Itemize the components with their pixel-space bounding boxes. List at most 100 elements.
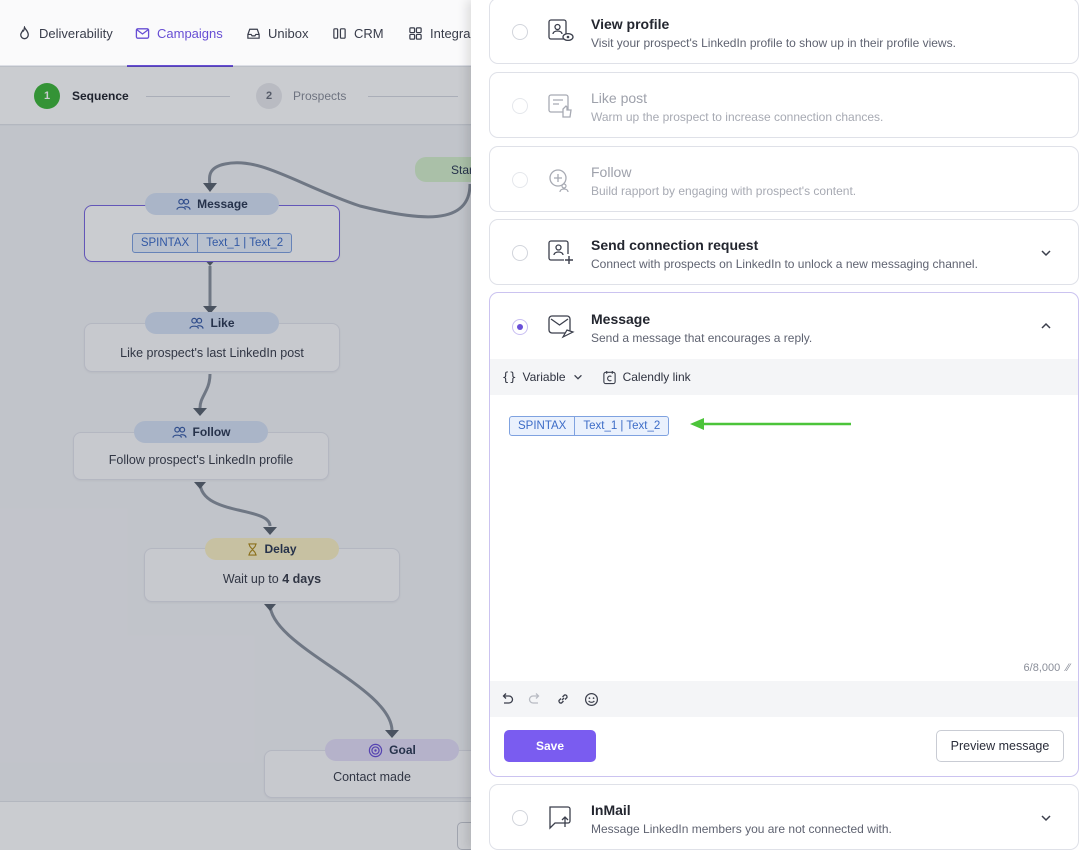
mail-icon	[135, 27, 150, 39]
nav-item-label: Unibox	[268, 25, 309, 41]
link-icon[interactable]	[556, 692, 570, 706]
campaign-builder: Deliverability Campaigns Unibox CRM Inte…	[0, 0, 480, 850]
chevron-down-icon[interactable]	[1039, 811, 1053, 825]
step-progress: 1 Sequence 2 Prospects	[0, 67, 480, 125]
top-navigation: Deliverability Campaigns Unibox CRM Inte…	[0, 0, 480, 67]
bottom-action-bar	[0, 801, 480, 850]
inmail-title: InMail	[591, 802, 631, 818]
follow-step-text: Follow prospect's LinkedIn profile	[108, 453, 294, 467]
follow-icon	[549, 169, 569, 193]
chevron-down-icon[interactable]	[1039, 246, 1053, 260]
goal-step-text: Contact made	[333, 770, 411, 784]
nav-item-integrations[interactable]: Integra	[408, 0, 470, 66]
connection-request-title: Send connection request	[591, 237, 759, 253]
message-radio[interactable]	[512, 319, 528, 335]
action-card-message[interactable]: Message Send a message that encourages a…	[489, 292, 1079, 777]
connection-request-icon	[548, 240, 574, 265]
like-step-pill[interactable]: Like	[145, 312, 279, 334]
inmail-radio[interactable]	[512, 810, 528, 826]
preview-message-button[interactable]: Preview message	[936, 730, 1064, 762]
nav-item-label: CRM	[354, 25, 384, 41]
delay-step-prefix: Wait up to	[222, 572, 283, 586]
message-title: Message	[591, 311, 651, 327]
connection-request-desc: Connect with prospects on LinkedIn to un…	[591, 257, 978, 271]
start-node[interactable]: Star	[415, 157, 480, 182]
nav-item-label: Integra	[430, 25, 471, 41]
hourglass-icon	[248, 542, 258, 556]
step-1-number[interactable]: 1	[34, 83, 60, 109]
view-profile-icon	[548, 19, 574, 42]
annotation-arrow	[690, 418, 851, 430]
delay-step-duration: 4 days	[282, 572, 322, 586]
view-profile-desc: Visit your prospect's LinkedIn profile t…	[591, 36, 956, 50]
nav-item-unibox[interactable]: Unibox	[246, 0, 308, 66]
action-card-follow: Follow Build rapport by engaging with pr…	[489, 146, 1079, 212]
calendly-link-button[interactable]: Calendly link	[602, 370, 691, 385]
step-2-number[interactable]: 2	[256, 83, 282, 109]
inmail-icon	[549, 806, 571, 830]
follow-pill-label: Follow	[192, 425, 231, 439]
emoji-icon[interactable]	[584, 692, 599, 707]
nav-item-label: Deliverability	[39, 25, 113, 41]
editor-spintax-label: SPINTAX	[518, 420, 567, 432]
step-1-label[interactable]: Sequence	[72, 89, 129, 103]
like-post-desc: Warm up the prospect to increase connect…	[591, 110, 884, 124]
message-editor[interactable]: SPINTAX Text_1 | Text_2 6/8,000 ⁄⁄	[490, 395, 1078, 681]
char-count-value: 6/8,000	[1023, 662, 1061, 674]
step-divider	[368, 96, 458, 97]
formatting-toolbar	[490, 681, 1078, 717]
braces-icon: {}	[502, 370, 517, 384]
redo-icon[interactable]	[528, 692, 542, 706]
step-divider	[146, 96, 230, 97]
like-step-text: Like prospect's last LinkedIn post	[120, 345, 304, 360]
save-button[interactable]: Save	[504, 730, 596, 762]
action-card-inmail[interactable]: InMail Message LinkedIn members you are …	[489, 784, 1079, 850]
add-step-panel: ✕ View profile Visit your prospect's Lin…	[471, 0, 1081, 850]
target-icon	[368, 743, 383, 757]
delay-pill-label: Delay	[264, 542, 297, 556]
undo-icon[interactable]	[500, 692, 514, 706]
action-card-like-post: Like post Warm up the prospect to increa…	[489, 72, 1079, 138]
message-desc: Send a message that encourages a reply.	[591, 331, 813, 345]
grid-icon	[409, 26, 422, 40]
message-icon	[548, 315, 575, 339]
action-card-connection-request[interactable]: Send connection request Connect with pro…	[489, 219, 1079, 285]
calendly-icon	[602, 370, 616, 384]
follow-step-pill[interactable]: Follow	[134, 421, 268, 443]
like-post-icon	[548, 94, 572, 118]
char-count: 6/8,000 ⁄⁄	[1024, 662, 1070, 674]
resize-handle-icon[interactable]: ⁄⁄	[1066, 662, 1070, 674]
crm-icon	[333, 27, 346, 39]
editor-spintax-tag[interactable]: SPINTAX Text_1 | Text_2	[509, 416, 670, 436]
sequence-canvas[interactable]: Star SPINTAX Text_1 | Text_2 Message Lik…	[0, 126, 480, 806]
message-step-pill[interactable]: Message	[145, 193, 279, 215]
like-post-radio	[512, 98, 528, 114]
editor-spintax-values: Text_1 | Text_2	[574, 417, 668, 435]
follow-title: Follow	[591, 164, 632, 180]
nav-item-campaigns[interactable]: Campaigns	[127, 0, 233, 67]
goal-step-pill[interactable]: Goal	[325, 739, 459, 761]
calendly-label: Calendly link	[622, 370, 691, 384]
flow-connectors	[193, 161, 472, 738]
chevron-up-icon[interactable]	[1039, 319, 1053, 333]
inbox-icon	[247, 28, 260, 39]
spintax-values: Text_1 | Text_2	[197, 233, 291, 252]
view-profile-title: View profile	[591, 16, 670, 32]
connection-request-radio[interactable]	[512, 245, 528, 261]
action-card-view-profile[interactable]: View profile Visit your prospect's Linke…	[489, 0, 1079, 64]
spintax-label: SPINTAX	[140, 236, 190, 249]
users-icon	[171, 426, 187, 438]
step-2-label[interactable]: Prospects	[293, 89, 347, 103]
view-profile-radio[interactable]	[512, 24, 528, 40]
goal-pill-label: Goal	[389, 743, 416, 757]
delay-step-pill[interactable]: Delay	[205, 538, 339, 560]
message-pill-label: Message	[197, 197, 248, 211]
like-pill-label: Like	[210, 316, 235, 330]
nav-item-crm[interactable]: CRM	[332, 0, 384, 66]
nav-item-deliverability[interactable]: Deliverability	[17, 0, 113, 66]
inmail-desc: Message LinkedIn members you are not con…	[591, 822, 892, 836]
variable-dropdown[interactable]: {} Variable	[502, 370, 584, 384]
nav-item-label: Campaigns	[157, 25, 223, 41]
flame-icon	[20, 25, 29, 39]
users-icon	[176, 198, 191, 210]
